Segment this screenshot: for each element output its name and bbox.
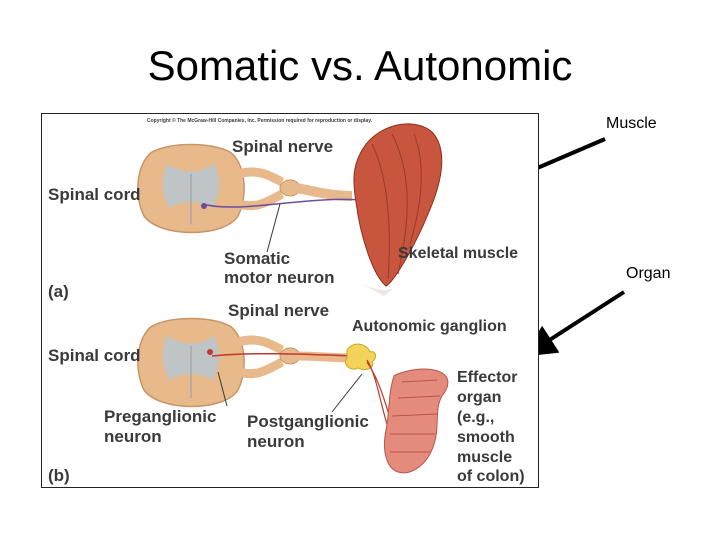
autonomic-ganglion-label: Autonomic ganglion bbox=[352, 318, 507, 335]
somatic-label-a-line1: Somatic bbox=[224, 249, 290, 268]
slide-title: Somatic vs. Autonomic bbox=[147, 42, 573, 89]
panel-b: Spinal nerve Autonomic ganglion Spinal c… bbox=[48, 301, 525, 485]
effector-label-line1: Effector bbox=[457, 369, 517, 386]
panel-a-letter: (a) bbox=[48, 282, 69, 301]
somatic-label-a-line2: motor neuron bbox=[224, 268, 335, 287]
muscle-label: Muscle bbox=[606, 115, 657, 132]
spinal-cord-a-drawing bbox=[137, 143, 371, 234]
skeletal-muscle-drawing bbox=[353, 123, 443, 296]
effector-label-line6: of colon) bbox=[457, 468, 525, 485]
spinal-nerve-label-a: Spinal nerve bbox=[232, 137, 333, 156]
organ-arrow bbox=[523, 290, 626, 357]
nervous-system-figure: Copyright © The McGraw-Hill Companies, I… bbox=[41, 113, 539, 488]
effector-label-line4: smooth bbox=[457, 429, 515, 446]
spinal-nerve-label-b: Spinal nerve bbox=[228, 301, 329, 320]
effector-label-line5: muscle bbox=[457, 449, 512, 466]
effector-label-line2: organ bbox=[457, 389, 501, 406]
organ-label: Organ bbox=[626, 265, 671, 282]
copyright-text: Copyright © The McGraw-Hill Companies, I… bbox=[147, 117, 373, 124]
panel-b-letter: (b) bbox=[48, 466, 70, 485]
panel-a: Spinal nerve Spinal cord Somatic motor n… bbox=[48, 123, 518, 301]
postganglionic-label-line1: Postganglionic bbox=[247, 412, 369, 431]
postganglionic-label-line2: neuron bbox=[247, 432, 305, 451]
preganglionic-label-line2: neuron bbox=[104, 427, 162, 446]
spinal-cord-label-b: Spinal cord bbox=[48, 346, 141, 365]
effector-label-line3: (e.g., bbox=[457, 409, 494, 426]
spinal-cord-label-a: Spinal cord bbox=[48, 185, 141, 204]
spinal-cord-b-drawing bbox=[137, 317, 399, 445]
preganglionic-label-line1: Preganglionic bbox=[104, 407, 216, 426]
colon-drawing bbox=[384, 368, 449, 474]
skeletal-muscle-label: Skeletal muscle bbox=[398, 245, 518, 262]
